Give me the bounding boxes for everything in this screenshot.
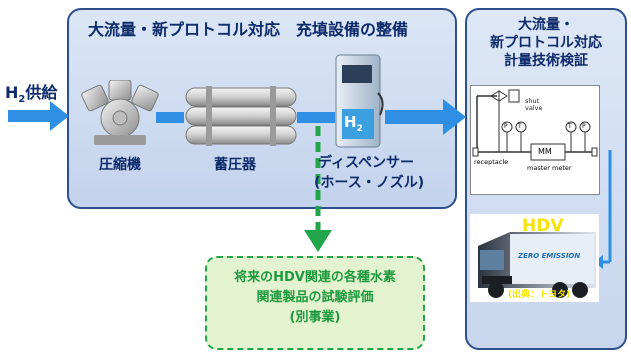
dispenser-sublabel: (ホース・ノズル) (314, 175, 425, 191)
sensor-p1: P (504, 123, 508, 130)
future-evaluation-line-3: (別事業) (289, 310, 341, 325)
supply-arrow (8, 101, 69, 131)
sensor-t1: T (518, 123, 522, 130)
receptacle-label: receptacle (474, 158, 509, 166)
hdv-label: HDV (522, 216, 564, 236)
accumulator-icon (185, 86, 297, 146)
future-evaluation-line-2: 関連製品の試験評価 (256, 290, 374, 305)
dispenser-icon: H2 (334, 53, 386, 149)
dispenser-to-meter-arrow (385, 99, 466, 135)
hdv-source-label: (出典：トヨタ) (508, 290, 571, 300)
connector-accumulator-dispenser (297, 112, 335, 123)
future-evaluation-arrow (304, 126, 332, 252)
accumulator-label: 蓄圧器 (214, 157, 256, 173)
sensor-t2: T (568, 123, 572, 130)
sensor-p2: P (582, 123, 586, 130)
metering-title-line-1: 大流量・ (518, 17, 574, 33)
h2-supply-label: H2供給 (5, 83, 58, 106)
mm-label: MM (538, 147, 552, 156)
connector-compressor-accumulator (156, 112, 184, 123)
truck-livery-text: ZERO EMISSION (518, 252, 581, 260)
future-evaluation-panel (205, 256, 425, 350)
hdv-truck-photo: HDV ZERO EMISSION (出典：トヨタ) (470, 214, 599, 302)
compressor-icon (81, 80, 159, 145)
compressor-label: 圧縮機 (99, 157, 141, 173)
metering-title-line-2: 新プロトコル対応 (490, 35, 602, 51)
main-panel-title: 大流量・新プロトコル対応 充填設備の整備 (88, 20, 409, 39)
future-evaluation-line-1: 将来のHDV関連の各種水素 (234, 270, 396, 285)
dispenser-label: ディスペンサー (318, 155, 415, 171)
metering-panel-title: 大流量・ 新プロトコル対応 計量技術検証 (470, 16, 622, 70)
metering-title-line-3: 計量技術検証 (504, 53, 588, 69)
dispenser-h2-badge: H2 (344, 113, 363, 134)
master-meter-label: master meter (527, 164, 572, 172)
future-evaluation-text: 将来のHDV関連の各種水素 関連製品の試験評価 (別事業) (205, 268, 425, 328)
